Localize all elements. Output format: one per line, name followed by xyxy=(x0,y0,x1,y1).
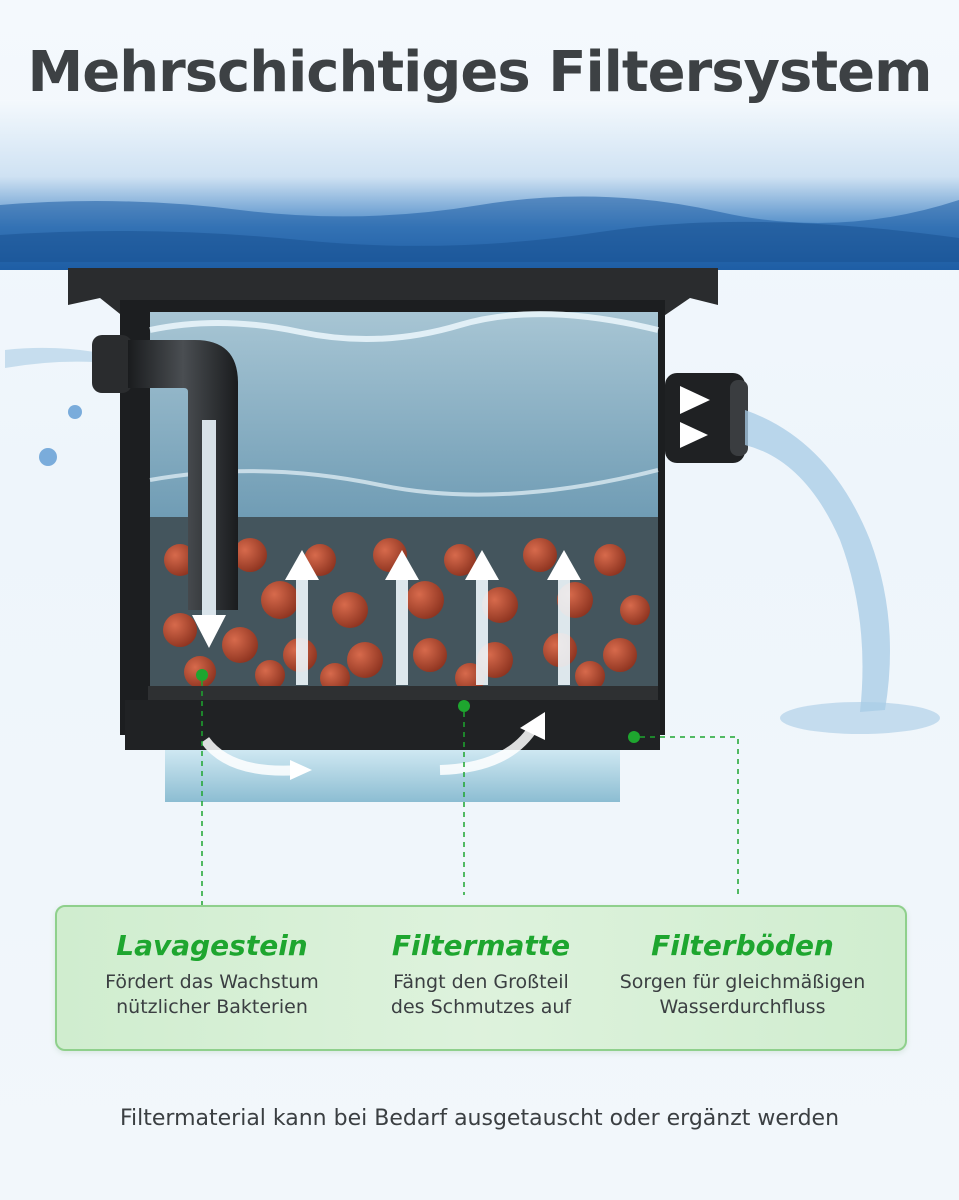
footer-note: Filtermaterial kann bei Bedarf ausgetaus… xyxy=(119,1106,840,1131)
callout-dot-icon xyxy=(196,669,640,743)
feature-desc-line2: nützlicher Bakterien xyxy=(116,996,308,1018)
feature-heading: Filterböden xyxy=(651,929,834,962)
page-title: Mehrschichtiges Filtersystem xyxy=(27,40,933,105)
feature-desc-line1: Fängt den Großteil xyxy=(393,971,569,993)
feature-desc-line1: Sorgen für gleichmäßigen xyxy=(619,971,866,993)
feature-filterboeden: Filterböden Sorgen für gleichmäßigen Was… xyxy=(605,929,880,1020)
flow-arrow-up-icon xyxy=(285,550,581,685)
feature-desc-line1: Fördert das Wachstum xyxy=(105,971,319,993)
feature-filtermatte: Filtermatte Fängt den Großteil des Schmu… xyxy=(346,929,616,1020)
outlet-pipe xyxy=(665,373,748,463)
outflow-stream xyxy=(745,410,890,712)
feature-lavagestein: Lavagestein Fördert das Wachstum nützlic… xyxy=(77,929,347,1020)
feature-heading: Filtermatte xyxy=(391,929,571,962)
flow-arrow-right-icon xyxy=(357,386,710,448)
flow-arrow-down-icon xyxy=(192,420,226,648)
feature-desc-line2: Wasserdurchfluss xyxy=(659,996,826,1018)
feature-desc-line2: des Schmutzes auf xyxy=(390,996,572,1018)
feature-heading: Lavagestein xyxy=(116,929,308,962)
inflow-stream xyxy=(5,347,95,368)
callout-line-floor xyxy=(640,736,739,895)
feature-panel: Lavagestein Fördert das Wachstum nützlic… xyxy=(55,905,907,1051)
